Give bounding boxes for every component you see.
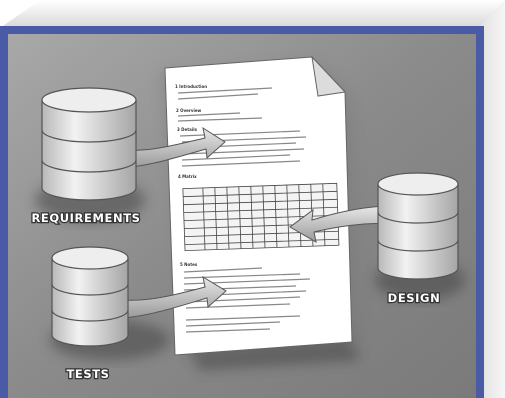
doc-section-2: 2 Overview <box>176 108 202 113</box>
arrow-design-to-document <box>289 205 393 243</box>
arrow-requirements-to-document <box>121 126 226 169</box>
design-label: DESIGN <box>388 291 441 305</box>
trace-matrix <box>182 182 340 252</box>
arrows <box>121 126 393 319</box>
design-database-icon <box>377 172 459 280</box>
page-curl <box>311 55 347 97</box>
document: 1 Introduction 2 Overview 3 Details 4 Ma… <box>160 55 362 360</box>
doc-section-1: 1 Introduction <box>175 84 207 89</box>
doc-text-lines <box>177 87 311 333</box>
doc-section-5: 5 Notes <box>180 262 198 267</box>
requirements-database-icon <box>41 87 137 201</box>
frame-side-bevel <box>478 0 505 398</box>
tests-database-icon <box>51 246 129 347</box>
document-sections: 1 Introduction 2 Overview 3 Details 4 Ma… <box>175 84 207 267</box>
requirements-label: REQUIREMENTS <box>31 211 140 225</box>
tests-label: TESTS <box>66 367 109 381</box>
frame-top-bevel <box>0 0 505 28</box>
doc-section-3: 3 Details <box>177 127 198 132</box>
doc-section-4: 4 Matrix <box>178 174 197 179</box>
arrow-tests-to-document <box>121 275 227 319</box>
